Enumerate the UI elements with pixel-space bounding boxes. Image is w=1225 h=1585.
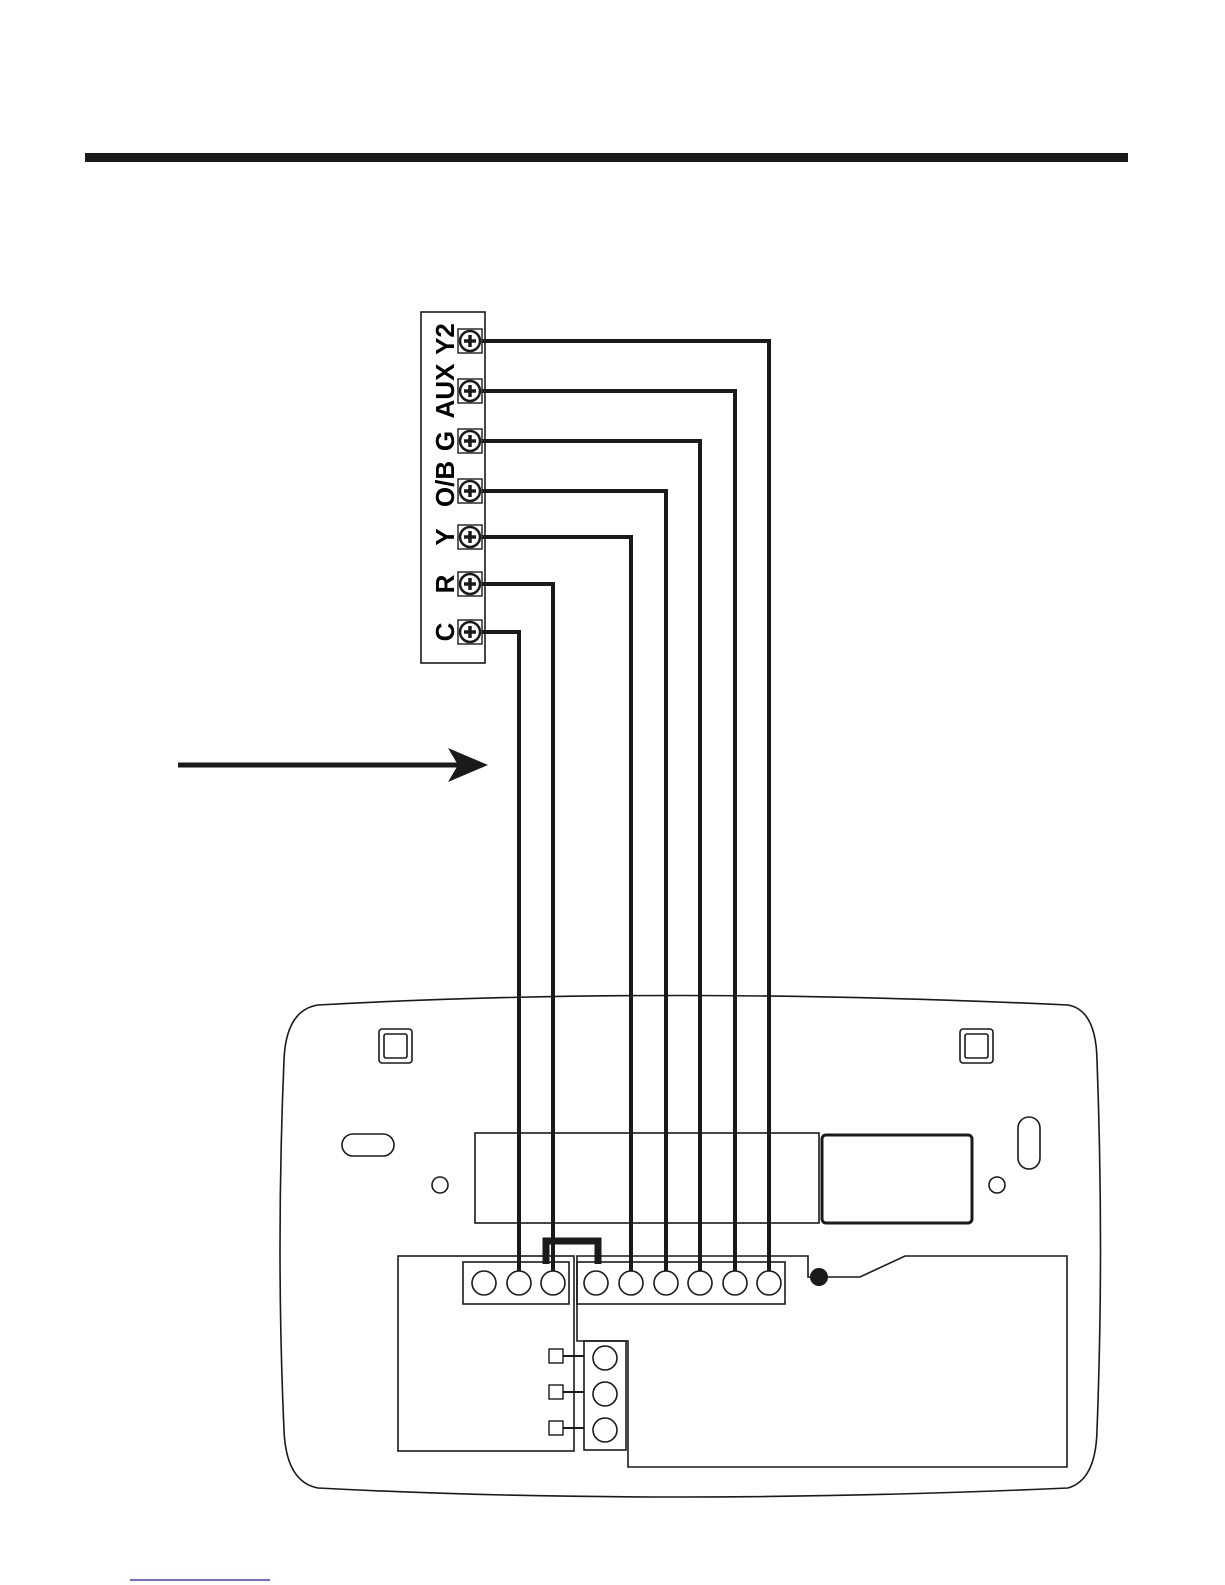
plus-screw-icon <box>458 525 482 549</box>
plus-screw-icon <box>458 329 482 353</box>
wire-y2 <box>482 341 769 1283</box>
header-rule <box>85 153 1128 162</box>
selector-switch <box>549 1421 584 1435</box>
wire-group <box>482 341 769 1283</box>
base-terminal-screw <box>619 1271 643 1295</box>
base-terminal-screw <box>757 1271 781 1295</box>
mounting-hole-left <box>432 1177 448 1193</box>
thermostat-base-plate <box>280 996 1101 1498</box>
right-arrow-icon <box>178 748 488 782</box>
terminal-label-aux: AUX <box>430 363 460 419</box>
vertical-terminal-screw <box>593 1382 617 1406</box>
wire-y <box>482 537 631 1283</box>
plus-screw-icon <box>458 479 482 503</box>
plus-screw-icon <box>458 620 482 644</box>
plus-screw-icon <box>458 379 482 403</box>
terminal-label-y: Y <box>430 528 460 545</box>
vertical-terminal-screw <box>593 1346 617 1370</box>
selector-switch <box>549 1385 584 1399</box>
base-terminal-screw <box>541 1271 565 1295</box>
mounting-hole-right <box>989 1177 1005 1193</box>
base-terminal-screw <box>654 1271 678 1295</box>
indicator-dot <box>810 1268 828 1286</box>
terminal-label-r: R <box>430 574 460 593</box>
wire-ob <box>482 491 666 1283</box>
base-terminal-screw <box>507 1271 531 1295</box>
plus-screw-icon <box>458 572 482 596</box>
mounting-slot-right <box>1018 1117 1040 1169</box>
terminal-label-y2: Y2 <box>430 323 460 355</box>
base-terminal-screw <box>584 1271 608 1295</box>
wire-c <box>482 632 519 1283</box>
battery-compartment <box>822 1135 972 1223</box>
plus-screw-icon <box>458 429 482 453</box>
vertical-terminal-screw <box>593 1418 617 1442</box>
base-terminal-screw <box>688 1271 712 1295</box>
base-terminal-screw <box>723 1271 747 1295</box>
terminal-label-c: C <box>430 622 460 641</box>
terminal-label-g: G <box>430 431 460 451</box>
mounting-slot-left <box>342 1134 394 1156</box>
terminal-label-ob: O/B <box>430 461 460 507</box>
selector-switch <box>549 1349 584 1363</box>
terminal-block: C R Y O/B G AUX Y2 <box>421 312 485 663</box>
base-terminal-screw <box>472 1271 496 1295</box>
